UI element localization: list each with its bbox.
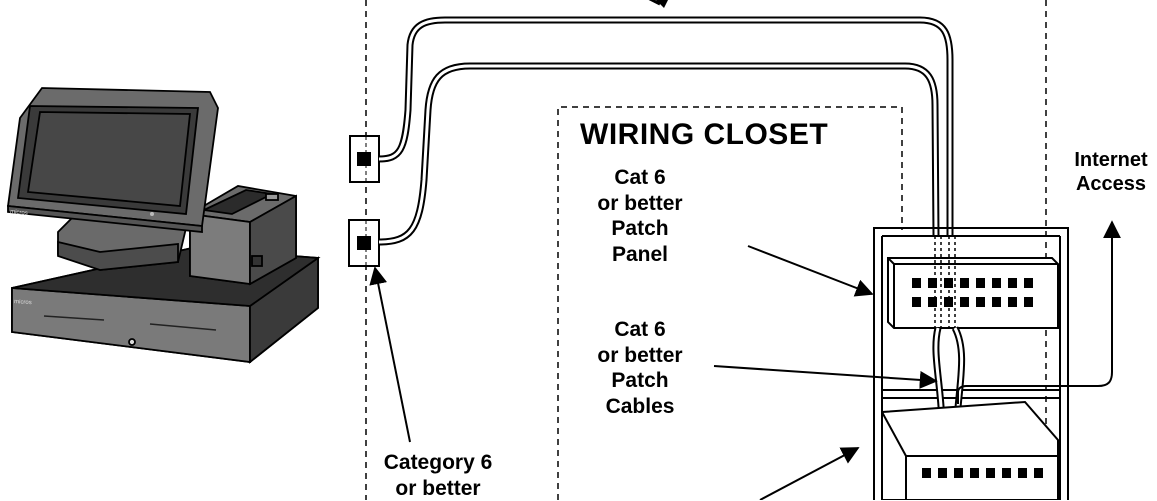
wall-jack-upper — [349, 135, 380, 183]
internet-access-label: Internet Access — [1074, 149, 1148, 195]
drawer-brand: micros — [14, 299, 32, 306]
horizontal-cable-pointer — [369, 266, 411, 443]
wall-jack-lower — [348, 219, 380, 267]
pos-terminal: micros micros — [6, 87, 321, 364]
horizontal-cable-label: Category 6 or better — [383, 451, 493, 500]
patch-panel-label: Cat 6 or better Patch Panel — [597, 166, 683, 266]
patch-cables-label: Cat 6 or better Patch Cables — [597, 318, 683, 418]
switch-pointer — [759, 447, 860, 500]
wiring-closet-title: WIRING CLOSET — [580, 118, 829, 151]
patch-cables-pointer — [713, 365, 938, 389]
monitor-brand: micros — [10, 209, 28, 217]
horizontal-cable-upper — [378, 16, 954, 235]
internet-uplink — [957, 220, 1121, 404]
top-arrow — [648, 0, 661, 6]
receipt-printer — [189, 185, 297, 286]
horizontal-cable-lower — [378, 62, 940, 246]
patch-panel — [887, 257, 1059, 329]
wiring-closet-boundary — [557, 106, 903, 500]
touchscreen-monitor — [6, 87, 219, 233]
cable-pass-through — [934, 236, 956, 330]
network-switch — [881, 400, 1059, 500]
patch-panel-pointer — [747, 245, 874, 297]
